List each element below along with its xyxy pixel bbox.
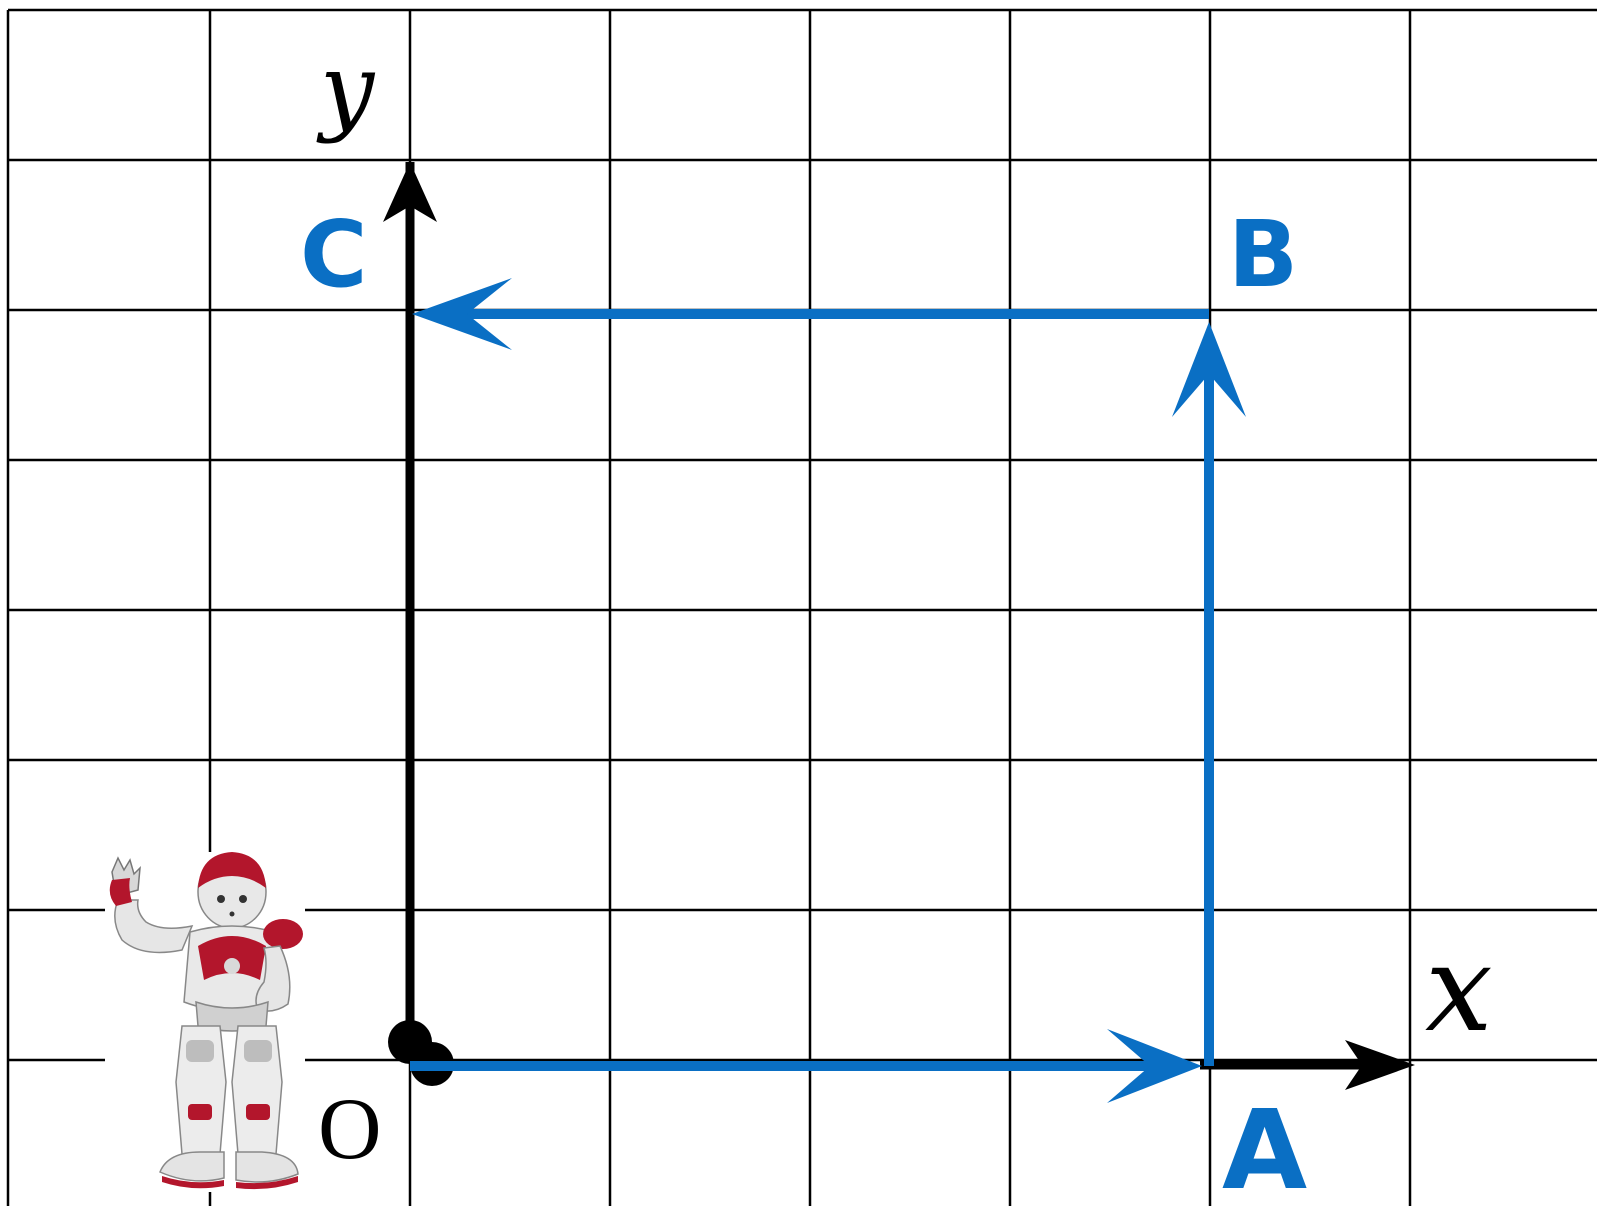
movement-path <box>410 278 1246 1103</box>
point-b-label: B <box>1228 201 1298 308</box>
axes <box>383 162 1415 1090</box>
x-axis-arrowhead <box>1345 1040 1415 1090</box>
origin-label: O <box>318 1081 382 1178</box>
grid <box>6 8 1597 1206</box>
arrowhead-c <box>412 278 512 350</box>
point-a-label: A <box>1222 1086 1307 1206</box>
point-c-label: C <box>300 201 368 308</box>
humanoid-robot-icon <box>105 852 305 1192</box>
arrowhead-a <box>1107 1029 1202 1103</box>
y-axis-label: y <box>316 33 376 145</box>
x-axis-label: x <box>1425 920 1493 1059</box>
arrowhead-b <box>1172 322 1246 417</box>
y-axis-arrowhead <box>383 162 437 222</box>
